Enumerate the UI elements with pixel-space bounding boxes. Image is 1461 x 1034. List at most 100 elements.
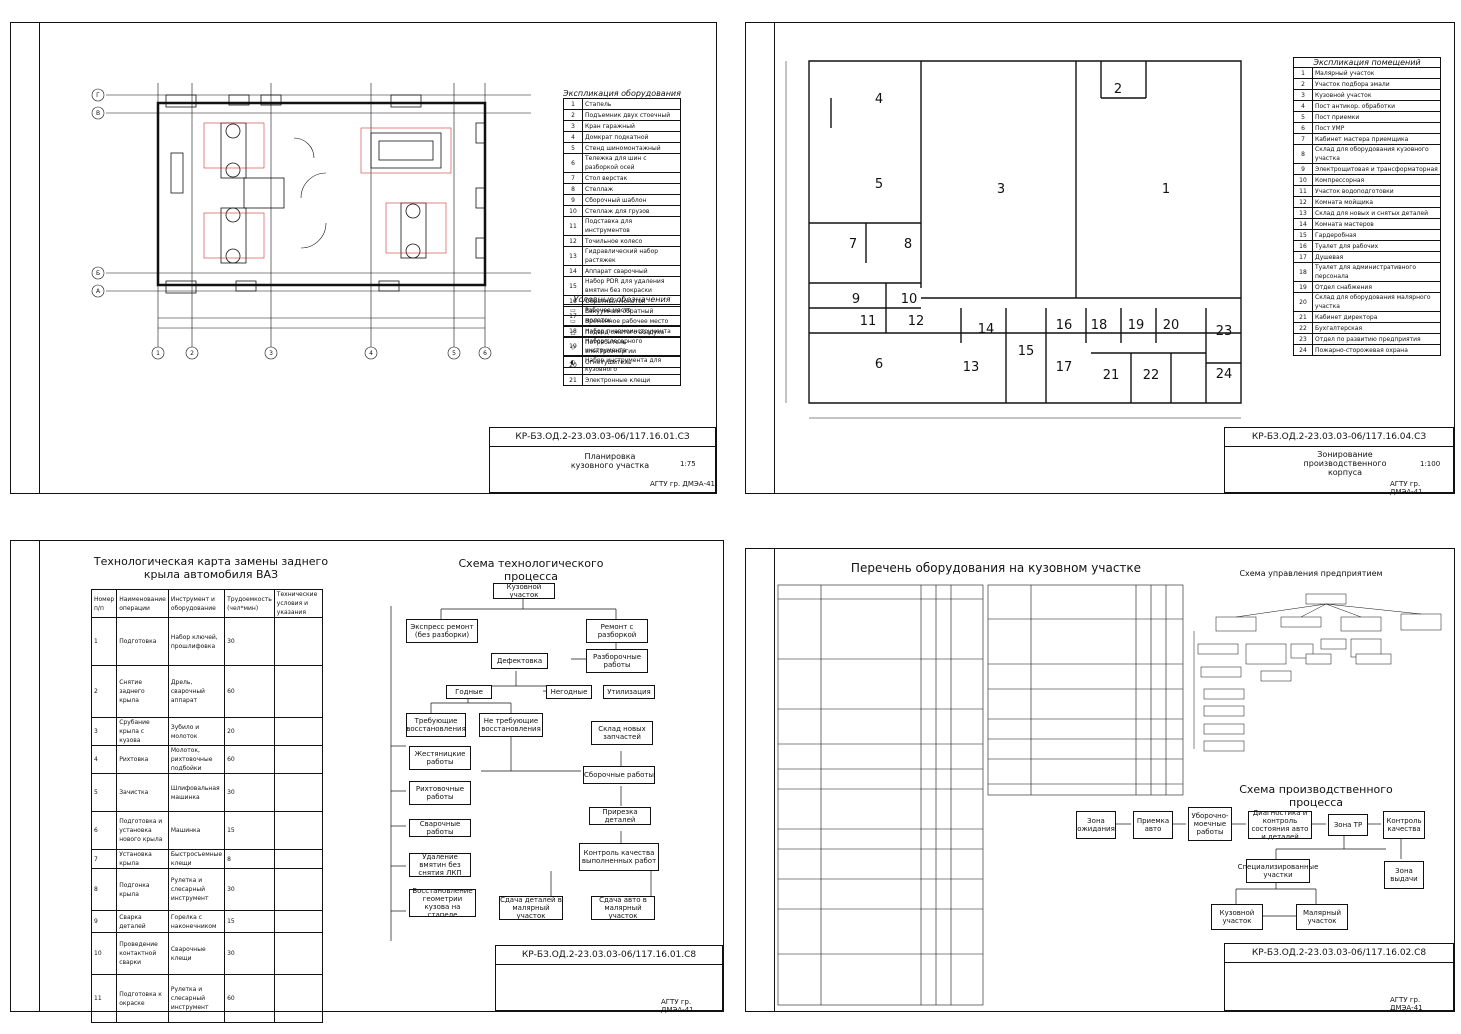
drawing-code: КР-БЗ.ОД.2-23.03.03-06/117.16.04.СЗ bbox=[1225, 428, 1453, 447]
col-header: Номер п/п bbox=[90, 589, 118, 618]
table-cell: Срубание крыла с кузова bbox=[116, 717, 169, 746]
drawing-org: АГТУ гр. ДМЭА-41 bbox=[661, 998, 694, 1014]
drawing-title: Планировка кузовного участка bbox=[570, 452, 650, 470]
legend-title: Условные обозначения bbox=[573, 295, 671, 304]
production-scheme-title: Схема производственного процесса bbox=[1239, 783, 1393, 809]
room-item: Склад для оборудования кузовного участка bbox=[1312, 144, 1441, 164]
legend-item: Потребитель электроэнергии bbox=[582, 337, 681, 357]
title-block: КР-БЗ.ОД.2-23.03.03-06/117.16.01.СЗ План… bbox=[489, 427, 716, 493]
svg-text:18: 18 bbox=[1091, 318, 1108, 333]
svg-text:23: 23 bbox=[1216, 324, 1233, 339]
equipment-item: Гидравлический набор растяжек bbox=[582, 246, 681, 266]
svg-text:Б: Б bbox=[96, 270, 100, 277]
flow-dent: Удаление вмятин без снятия ЛКП bbox=[409, 853, 471, 877]
table-cell: Подготовка и установка нового крыла bbox=[116, 811, 169, 850]
prod-exit: Зона выдачи bbox=[1384, 861, 1424, 889]
equipment-item: Стенд шиномонтажный bbox=[582, 142, 681, 154]
equipment-item: Электронные клещи bbox=[582, 374, 681, 386]
svg-text:20: 20 bbox=[1163, 318, 1180, 333]
room-item: Кузовной участок bbox=[1312, 89, 1441, 101]
table-cell: 5 bbox=[90, 773, 118, 812]
flow-paint2: Сдача авто в малярный участок bbox=[591, 896, 655, 920]
title-block: КР-БЗ.ОД.2-23.03.03-06/117.16.02.С8 АГТУ… bbox=[1224, 943, 1454, 1012]
svg-text:19: 19 bbox=[1128, 318, 1145, 333]
flow-express: Экспресс ремонт (без разборки) bbox=[406, 619, 478, 643]
drawing-scale: 1:75 bbox=[680, 460, 696, 468]
svg-text:5: 5 bbox=[452, 350, 456, 357]
title-block: КР-БЗ.ОД.2-23.03.03-06/117.16.04.СЗ Зони… bbox=[1224, 427, 1454, 496]
room-item: Отдел снабжения bbox=[1312, 281, 1441, 293]
equipment-item: Аппарат сварочный bbox=[582, 265, 681, 277]
svg-text:А: А bbox=[96, 288, 101, 295]
table-cell: 10 bbox=[90, 932, 118, 975]
flow-root: Кузовной участок bbox=[493, 583, 555, 599]
room-item: Участок водоподготовки bbox=[1312, 185, 1441, 197]
table-cell: 60 bbox=[224, 974, 275, 1023]
equipment-item: Набор PDR для удаления вмятин без покрас… bbox=[582, 276, 681, 296]
equipment-item: Подставка для инструментов bbox=[582, 216, 681, 236]
room-item: Кабинет мастера приемщика bbox=[1312, 133, 1441, 145]
legend-item: Рабочее место bbox=[582, 304, 681, 316]
prod-tr: Зона ТР bbox=[1328, 814, 1368, 836]
table-cell: Сварочные клещи bbox=[167, 932, 226, 975]
drawing-code: КР-БЗ.ОД.2-23.03.03-06/117.16.01.СЗ bbox=[490, 428, 715, 447]
flow-util: Утилизация bbox=[603, 685, 655, 699]
svg-text:9: 9 bbox=[852, 292, 860, 307]
svg-text:15: 15 bbox=[1018, 344, 1035, 359]
room-item: Комната мастеров bbox=[1312, 218, 1441, 230]
flow-assembly: Сборочные работы bbox=[583, 766, 655, 784]
flow-fit: Прирезка деталей bbox=[589, 807, 651, 825]
svg-text:13: 13 bbox=[963, 360, 980, 375]
svg-text:12: 12 bbox=[908, 314, 925, 329]
side-strip bbox=[11, 23, 40, 493]
svg-text:2: 2 bbox=[1114, 82, 1122, 97]
table-cell: Рулетка и слесарный инструмент bbox=[167, 974, 226, 1023]
svg-text:1: 1 bbox=[156, 350, 160, 357]
flow-control: Контроль качества выполненных работ bbox=[579, 843, 659, 871]
side-strip bbox=[746, 23, 775, 493]
svg-text:3: 3 bbox=[997, 182, 1005, 197]
svg-text:17: 17 bbox=[1056, 360, 1073, 375]
equipment-item: Стеллаж для грузов bbox=[582, 205, 681, 217]
col-header: Инструмент и оборудование bbox=[167, 589, 226, 618]
prod-paint: Малярный участок bbox=[1296, 904, 1348, 930]
equipment-item: Стол верстак bbox=[582, 172, 681, 184]
svg-text:11: 11 bbox=[860, 314, 877, 329]
legend-table: Условные обозначения ▭Рабочее место ▭Вре… bbox=[563, 295, 681, 368]
table-cell: 2 bbox=[90, 665, 118, 718]
room-item: Пост приемки bbox=[1312, 111, 1441, 123]
table-cell: Дрель, сварочный аппарат bbox=[167, 665, 226, 718]
flow-noneed: Не требующие восстановления bbox=[479, 713, 543, 737]
flow-need: Требующие восстановления bbox=[406, 713, 466, 737]
flow-defect: Дефектовка bbox=[491, 653, 548, 669]
drawing-org: АГТУ гр. ДМЭА-41 bbox=[650, 480, 716, 488]
drawing-scale: 1:100 bbox=[1420, 460, 1441, 468]
svg-text:4: 4 bbox=[875, 92, 883, 107]
svg-text:16: 16 bbox=[1056, 318, 1073, 333]
equipment-list-grid bbox=[777, 584, 1442, 1006]
svg-text:Г: Г bbox=[96, 92, 100, 99]
flow-paint1: Сдача деталей в малярный участок bbox=[499, 896, 563, 920]
svg-text:22: 22 bbox=[1143, 368, 1160, 383]
management-scheme-title: Схема управления предприятием bbox=[1239, 569, 1383, 578]
sheet-equipment-list: Перечень оборудования на кузовном участк… bbox=[745, 548, 1455, 1012]
table-cell: 30 bbox=[224, 868, 275, 911]
svg-text:2: 2 bbox=[190, 350, 194, 357]
legend-item: Подвод сжатого воздуха bbox=[582, 326, 681, 338]
svg-text:14: 14 bbox=[978, 322, 995, 337]
flow-disassembly: Разборочные работы bbox=[586, 649, 648, 673]
prod-wash: Уборочно-моечные работы bbox=[1188, 807, 1232, 841]
room-item: Склад для новых и снятых деталей bbox=[1312, 207, 1441, 219]
svg-text:3: 3 bbox=[269, 350, 273, 357]
room-item: Бухгалтерская bbox=[1312, 322, 1441, 334]
flow-geometry: Восстановление геометрии кузова на стапе… bbox=[409, 887, 476, 919]
flow-straight: Рихтовочные работы bbox=[409, 781, 471, 805]
sheet-tech-card: Технологическая карта замены заднего кры… bbox=[10, 540, 724, 1023]
side-strip bbox=[746, 549, 775, 1011]
equipment-item: Домкрат подкатной bbox=[582, 131, 681, 143]
svg-text:В: В bbox=[96, 110, 100, 117]
svg-text:5: 5 bbox=[875, 177, 883, 192]
tech-card-title: Технологическая карта замены заднего кры… bbox=[93, 555, 329, 581]
